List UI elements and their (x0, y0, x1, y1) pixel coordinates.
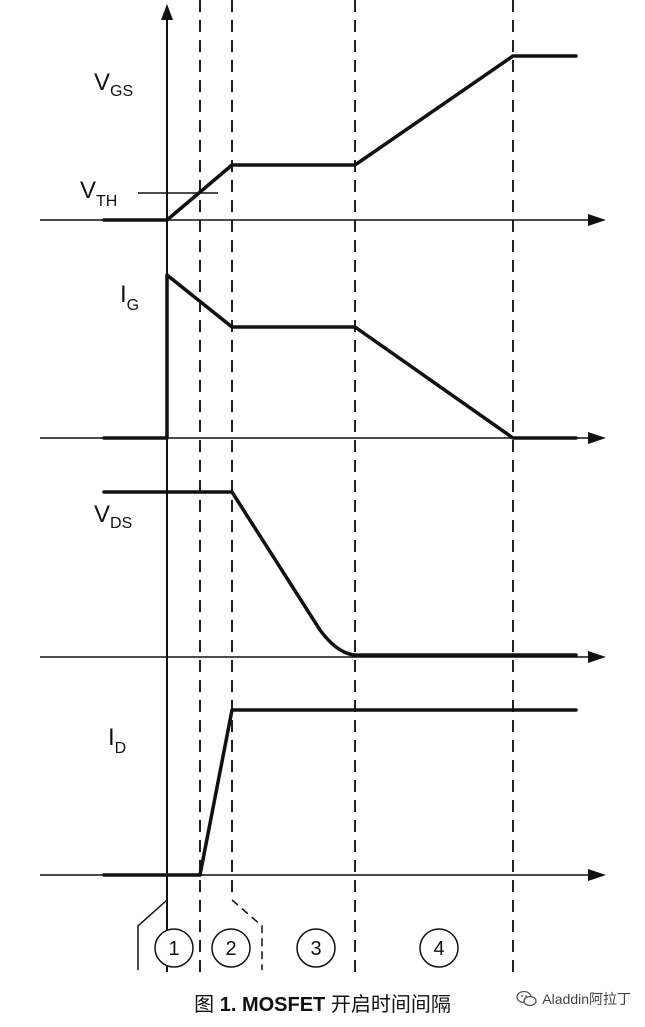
vgs-axis-arrow (588, 214, 606, 226)
vds-waveform (102, 490, 578, 657)
vgs-label: VGS (94, 69, 133, 100)
interval-1-bracket (137, 899, 168, 970)
watermark: Aladdin阿拉丁 (516, 986, 631, 1012)
interval-boundaries (199, 0, 514, 972)
id-label: ID (108, 724, 126, 757)
vds-axis-arrow (588, 651, 606, 663)
interval-3-circle (296, 928, 336, 968)
interval-2-circle (211, 928, 251, 968)
ig-label: IG (120, 281, 139, 314)
caption-suffix: 开启时间间隔 (325, 994, 451, 1016)
id-axis-arrow (588, 869, 606, 881)
interval-3-number: 3 (310, 938, 321, 960)
caption-prefix: 图 (194, 994, 220, 1016)
interval-markers: 1 2 3 4 (154, 928, 459, 968)
interval-2-number: 2 (225, 938, 236, 960)
interval-1-number: 1 (168, 938, 179, 960)
figure-caption: 图 1. MOSFET 开启时间间隔 (0, 990, 645, 1020)
interval-2-bracket (231, 899, 263, 970)
vgs-waveform (102, 54, 578, 222)
vth-label: VTH (80, 177, 117, 210)
ig-waveform (102, 273, 578, 440)
interval-4-circle (419, 928, 459, 968)
wechat-icon (516, 990, 537, 1007)
caption-bold: 1. MOSFET (219, 994, 326, 1016)
watermark-text: Aladdin阿拉丁 (542, 991, 631, 1007)
vertical-axis-arrow (161, 4, 173, 20)
ig-axis-arrow (588, 432, 606, 444)
interval-1-circle (154, 928, 194, 968)
id-waveform (102, 708, 578, 877)
vds-label: VDS (94, 501, 132, 532)
interval-4-number: 4 (433, 938, 444, 960)
